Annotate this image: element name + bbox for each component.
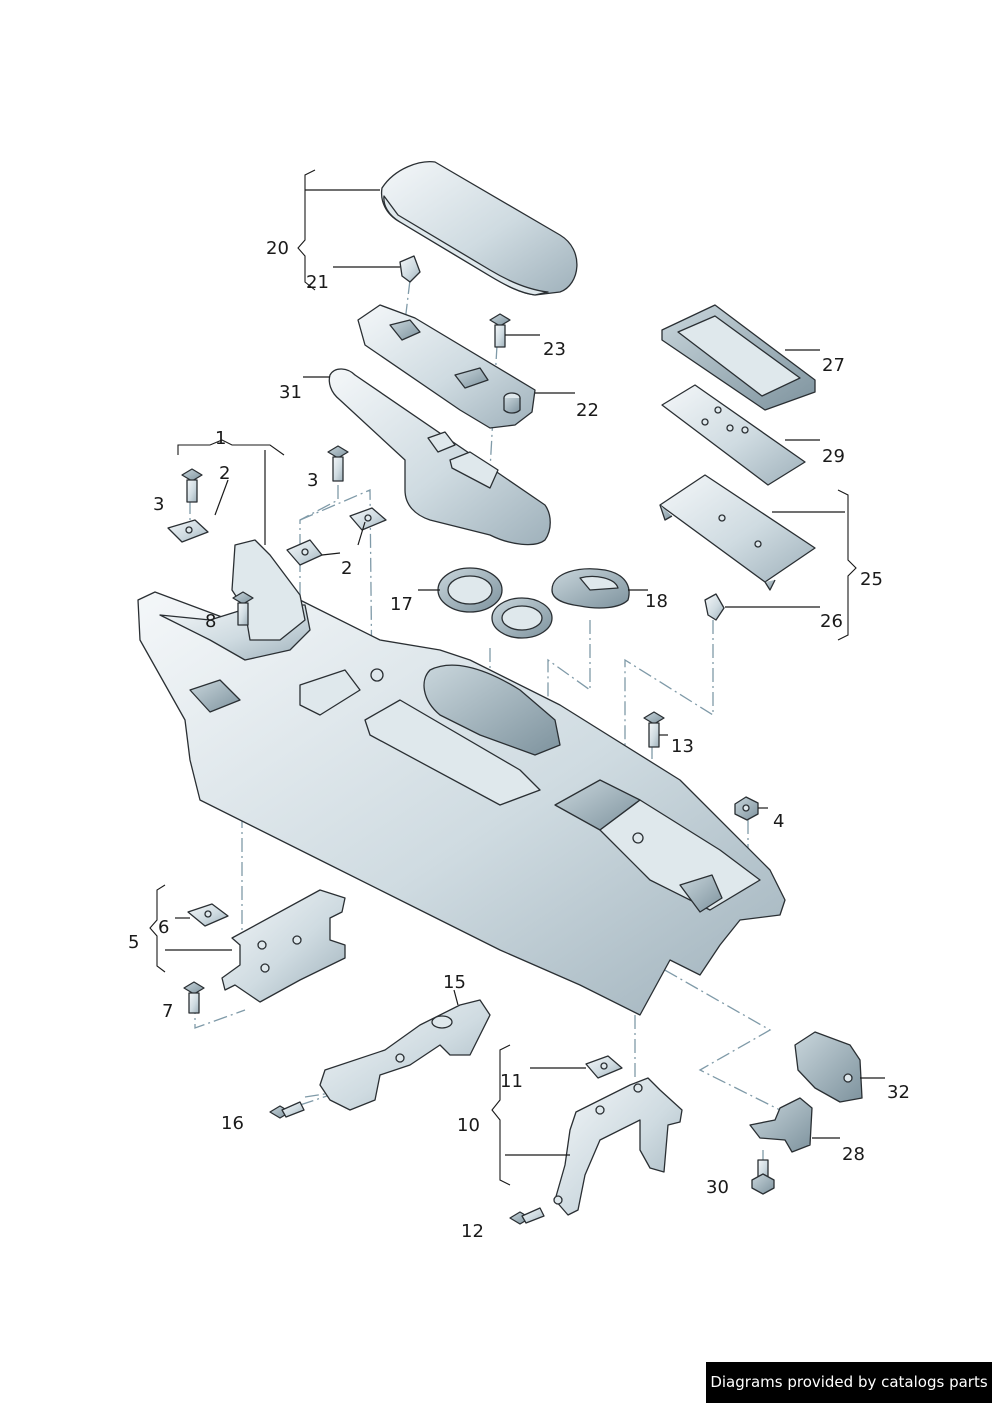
screw-29 bbox=[751, 1159, 775, 1195]
callout-32: 32 bbox=[887, 1082, 910, 1103]
cup-insert-18 bbox=[551, 568, 630, 609]
braces bbox=[149, 169, 857, 1186]
clip-26 bbox=[704, 593, 725, 621]
callout-26: 26 bbox=[820, 611, 843, 632]
screw-12 bbox=[509, 1207, 545, 1225]
clip-6 bbox=[187, 903, 229, 927]
callout-labels: 20 21 23 22 31 27 29 25 26 1 2 3 3 2 8 1… bbox=[128, 238, 910, 1242]
callout-6: 6 bbox=[158, 917, 169, 938]
leader-lines bbox=[165, 189, 885, 1156]
callout-21: 21 bbox=[306, 272, 329, 293]
callout-20: 20 bbox=[266, 238, 289, 259]
callout-27: 27 bbox=[822, 355, 845, 376]
bracket-28 bbox=[749, 1097, 813, 1153]
credit-banner: Diagrams provided by catalogs parts bbox=[706, 1362, 992, 1403]
clip-2-left bbox=[167, 519, 209, 543]
callout-8: 8 bbox=[205, 611, 216, 632]
screw-8 bbox=[232, 591, 254, 626]
callout-7: 7 bbox=[162, 1001, 173, 1022]
armrest-lid bbox=[380, 161, 578, 296]
screw-3-center bbox=[327, 445, 349, 482]
rubber-mat bbox=[661, 304, 816, 411]
callout-31: 31 bbox=[279, 382, 302, 403]
trim-panel bbox=[328, 368, 551, 546]
screw-23 bbox=[489, 313, 511, 348]
callout-4: 4 bbox=[773, 811, 784, 832]
callout-13: 13 bbox=[671, 736, 694, 757]
screw-3-left bbox=[181, 468, 203, 503]
callout-30: 29 bbox=[822, 446, 845, 467]
callout-25: 25 bbox=[860, 569, 883, 590]
clip-21 bbox=[399, 255, 421, 283]
clip-11 bbox=[585, 1055, 623, 1079]
bracket-15 bbox=[319, 999, 491, 1111]
callout-5: 5 bbox=[128, 932, 139, 953]
clip-2-right bbox=[349, 507, 387, 531]
screw-13 bbox=[643, 711, 665, 748]
screw-16 bbox=[269, 1101, 305, 1119]
callout-28: 28 bbox=[842, 1144, 865, 1165]
callout-18: 18 bbox=[645, 591, 668, 612]
nut-4 bbox=[734, 796, 759, 821]
callout-29: 30 bbox=[706, 1177, 729, 1198]
callout-2-left: 2 bbox=[219, 463, 230, 484]
callout-1: 1 bbox=[215, 428, 226, 449]
insert-plate bbox=[661, 384, 806, 486]
callout-23: 23 bbox=[543, 339, 566, 360]
callout-12: 12 bbox=[461, 1221, 484, 1242]
callout-10: 10 bbox=[457, 1115, 480, 1136]
cover-plate bbox=[659, 474, 816, 591]
cup-insert-17 bbox=[437, 567, 553, 639]
callout-16: 16 bbox=[221, 1113, 244, 1134]
bracket-5 bbox=[221, 889, 346, 1003]
screw-7 bbox=[183, 981, 205, 1014]
callout-3-center: 3 bbox=[307, 470, 318, 491]
callout-22: 22 bbox=[576, 400, 599, 421]
connector-32 bbox=[794, 1031, 863, 1103]
bracket-10 bbox=[553, 1077, 683, 1216]
clip-2-center bbox=[286, 539, 323, 566]
callout-11: 11 bbox=[500, 1071, 523, 1092]
console-body bbox=[137, 539, 786, 1016]
callout-3-left: 3 bbox=[153, 494, 164, 515]
callout-2-center: 2 bbox=[341, 558, 352, 579]
callout-15: 15 bbox=[443, 972, 466, 993]
callout-17: 17 bbox=[390, 594, 413, 615]
hinge-bracket bbox=[357, 304, 536, 429]
